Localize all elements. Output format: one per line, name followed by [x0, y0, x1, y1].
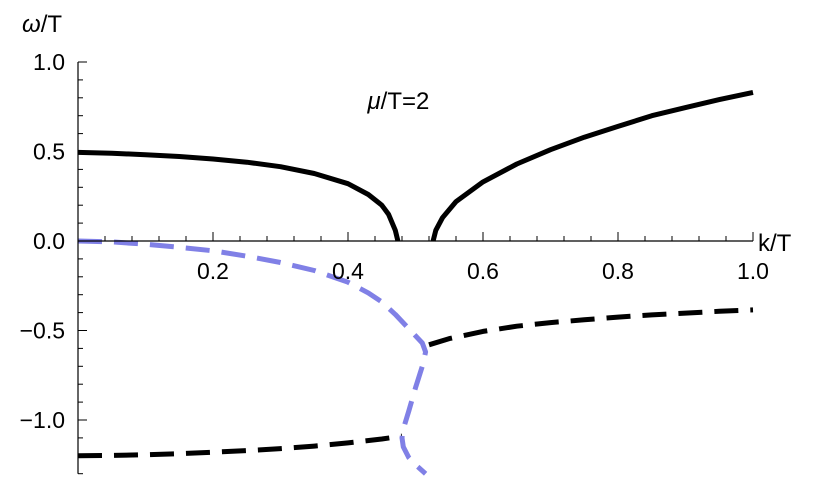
- x-tick-label: 1.0: [737, 258, 769, 284]
- x-tick-label: 0.8: [602, 258, 634, 284]
- x-tick-label: 0.6: [467, 258, 499, 284]
- mu-value: /T=2: [381, 88, 430, 115]
- y-axis-label-unit: /T: [41, 11, 63, 38]
- y-axis-label: ω/T: [22, 11, 62, 38]
- x-axis-label: k/T: [758, 230, 792, 257]
- curve-dashed-4: [77, 238, 429, 476]
- y-tick-label: −0.5: [20, 318, 65, 344]
- axes-layer: 0.2 0.4 0.6 0.8 1.0 1.0 0.5 0.0 −0.5 −1.0: [20, 49, 769, 475]
- curve-dashed-3: [428, 307, 754, 348]
- x-tick-label: 0.2: [197, 258, 229, 284]
- y-tick-label: 0.5: [33, 139, 65, 165]
- mu-annotation: μ/T=2: [367, 88, 430, 115]
- curve-solid-0: [77, 149, 401, 242]
- ticks-layer: 0.2 0.4 0.6 0.8 1.0 1.0 0.5 0.0 −0.5 −1.0: [20, 49, 769, 475]
- y-axis-label-symbol: ω: [22, 11, 41, 38]
- x-tick-label: 0.4: [332, 258, 364, 284]
- curve-solid-1: [430, 89, 754, 242]
- curves-layer: [77, 89, 754, 476]
- y-tick-label: 0.0: [33, 228, 65, 254]
- curve-dashed-2: [77, 433, 403, 459]
- y-tick-label: −1.0: [20, 407, 65, 433]
- mu-symbol: μ: [367, 88, 381, 115]
- y-tick-label: 1.0: [33, 49, 65, 75]
